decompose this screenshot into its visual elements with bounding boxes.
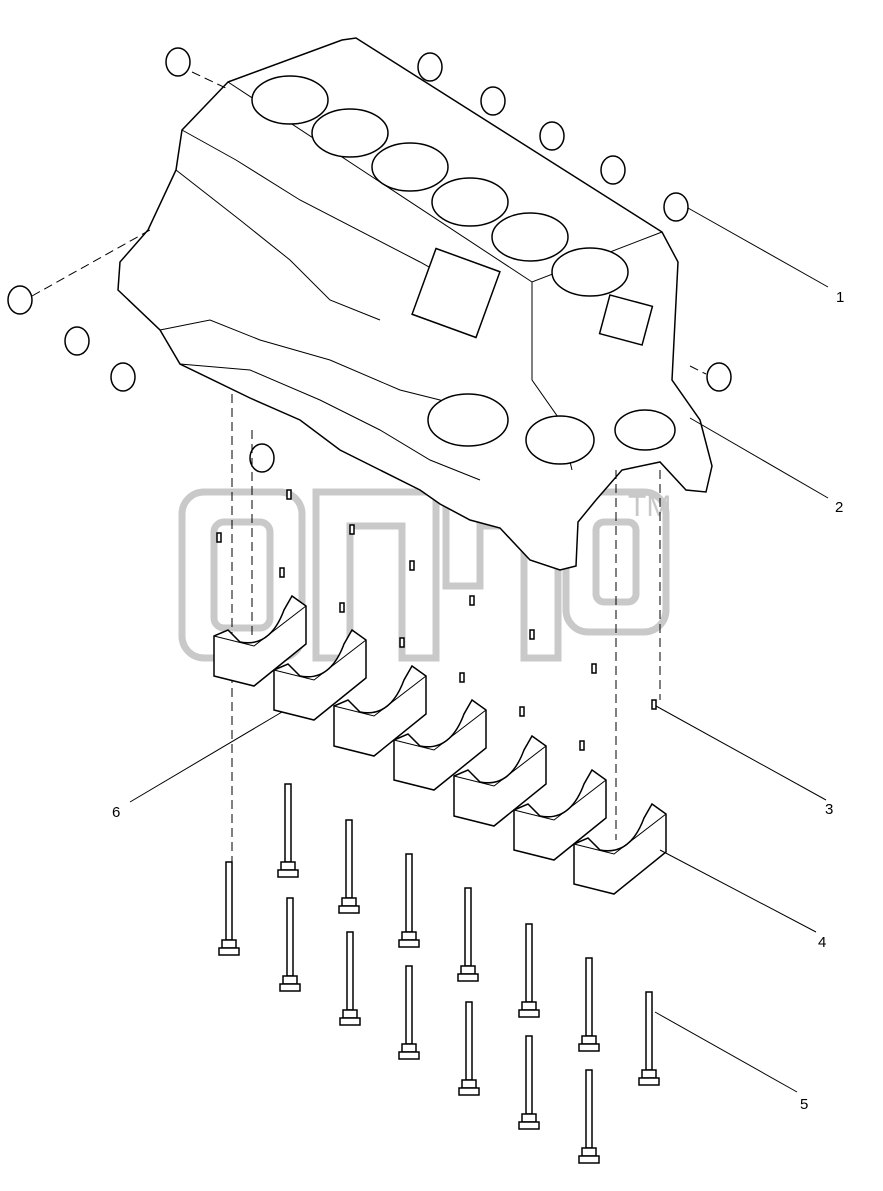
callout-1: 1 <box>836 289 844 306</box>
projection-lines <box>31 71 707 866</box>
dowel-pins <box>216 489 657 751</box>
callout-labels: 1 2 3 4 5 6 <box>112 289 844 1113</box>
leader-lines <box>129 207 829 1093</box>
callout-2: 2 <box>835 499 843 516</box>
watermark-logo: TM <box>178 488 671 662</box>
main-bearing-bolts <box>218 783 660 1164</box>
watermark-trademark: TM <box>628 490 671 523</box>
callout-5: 5 <box>800 1096 808 1113</box>
callout-4: 4 <box>818 934 826 951</box>
callout-6: 6 <box>112 804 120 821</box>
bearing-caps <box>213 594 667 895</box>
callout-3: 3 <box>825 801 833 818</box>
engine-block <box>117 37 713 571</box>
core-plugs <box>7 47 732 473</box>
